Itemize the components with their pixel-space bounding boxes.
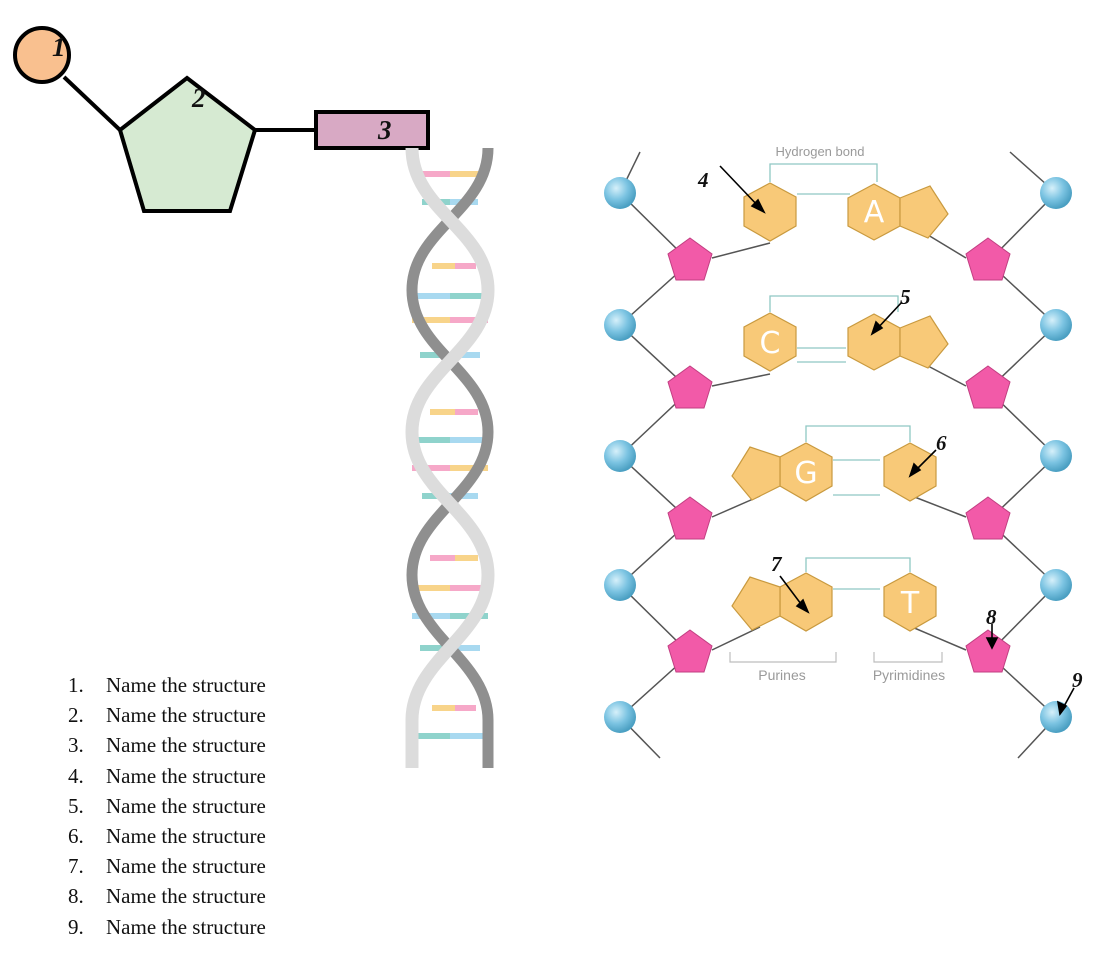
question-number: 3.	[68, 733, 84, 758]
question-text: Name the structure	[106, 884, 266, 909]
base-class-brackets	[729, 652, 943, 663]
question-text: Name the structure	[106, 823, 266, 848]
helix-strand-back	[406, 147, 494, 768]
base-g-pent	[731, 446, 781, 501]
label-8: 8	[986, 605, 997, 629]
question-item: 3. Name the structure	[62, 730, 266, 760]
hydrogen-bonds	[769, 163, 911, 590]
question-list: 1. Name the structure 2. Name the structur…	[62, 670, 266, 942]
base-purine-2-pent	[899, 315, 949, 369]
question-item: 6. Name the structure	[62, 821, 266, 851]
label-6: 6	[936, 431, 947, 455]
base-t	[883, 572, 937, 632]
nucleotide: 1 2 3	[13, 26, 430, 213]
base-purine-a-pent	[899, 185, 949, 239]
phosphate-circle	[13, 26, 71, 84]
question-text: Name the structure	[106, 914, 266, 939]
nitrogenous-base-rect	[314, 110, 430, 150]
sugar-pentagon	[117, 75, 258, 213]
helix-strand-front	[405, 147, 495, 768]
label-1: 1	[52, 32, 66, 62]
question-number: 6.	[68, 823, 84, 848]
label-3: 3	[377, 115, 392, 145]
question-item: 5. Name the structure	[62, 791, 266, 821]
double-helix	[405, 147, 495, 768]
question-item: 4. Name the structure	[62, 761, 266, 791]
question-item: 7. Name the structure	[62, 851, 266, 881]
base-pyrimidine-3	[883, 442, 937, 502]
base-letter-c: C	[760, 326, 781, 361]
question-item: 8. Name the structure	[62, 881, 266, 911]
label-5: 5	[900, 285, 911, 309]
label-7: 7	[771, 552, 783, 576]
base-letter-g: G	[794, 456, 817, 491]
label-4: 4	[697, 168, 709, 192]
sugars	[667, 237, 1011, 673]
question-text: Name the structure	[106, 763, 266, 788]
hydrogen-bond-label: Hydrogen bond	[776, 144, 865, 159]
bases	[731, 182, 949, 632]
question-number: 7.	[68, 854, 84, 879]
question-number: 4.	[68, 763, 84, 788]
phosphates	[604, 177, 1072, 733]
purines-label: Purines	[758, 667, 805, 683]
question-text: Name the structure	[106, 733, 266, 758]
question-text: Name the structure	[106, 673, 266, 697]
question-number: 5.	[68, 793, 84, 818]
phosphate-sugar-bond	[62, 75, 122, 132]
label-2: 2	[191, 83, 206, 113]
question-number: 8.	[68, 884, 84, 909]
question-item: 1. Name the structure	[62, 670, 266, 700]
question-item: 2. Name the structure	[62, 700, 266, 730]
dna-ladder: Hydrogen bond A C G T	[604, 144, 1083, 759]
base-purine-4-hex	[779, 572, 833, 632]
question-text: Name the structure	[106, 703, 266, 728]
base-purine-4-pent	[731, 576, 781, 631]
question-number: 9.	[68, 914, 84, 939]
question-text: Name the structure	[106, 854, 266, 879]
question-number: 2.	[68, 703, 84, 728]
pyrimidines-label: Pyrimidines	[873, 667, 945, 683]
base-pyrimidine-1	[743, 182, 797, 242]
base-purine-2-hex	[847, 313, 901, 371]
label-9: 9	[1072, 668, 1083, 692]
base-letter-t: T	[900, 586, 920, 621]
base-letter-a: A	[864, 195, 885, 230]
question-text: Name the structure	[106, 793, 266, 818]
base-c	[743, 312, 797, 372]
question-number: 1.	[68, 673, 84, 697]
pointer-arrows	[719, 165, 1075, 716]
question-item: 9. Name the structure	[62, 912, 266, 942]
